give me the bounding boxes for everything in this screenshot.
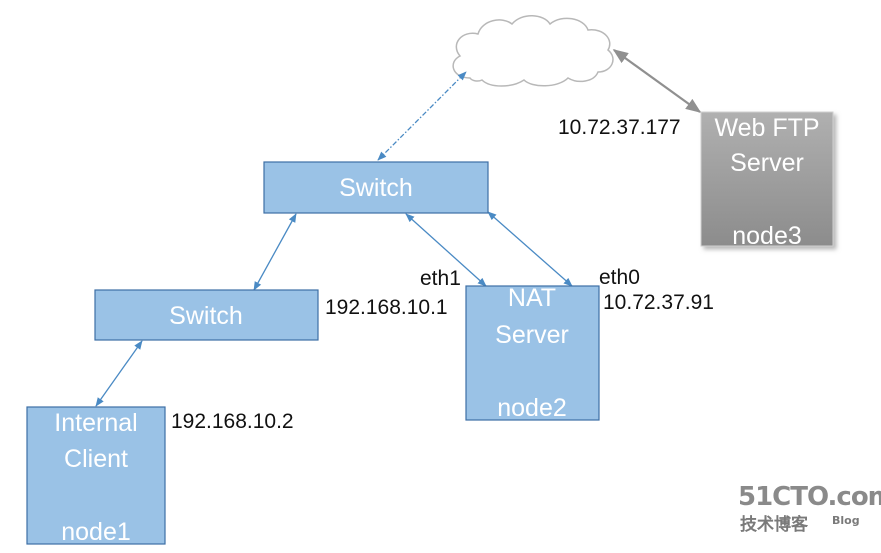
address-labels: 10.72.37.177 eth1 eth0 192.168.10.1 10.7…: [171, 116, 714, 433]
client-ip-label: 192.168.10.2: [171, 410, 294, 433]
watermark-site: 51CTO.com: [738, 482, 881, 512]
switch-top-label: Switch: [339, 174, 413, 202]
watermark-logo: 51CTO.com 技术博客 Blog: [738, 482, 881, 535]
internal-client-line2: Client: [64, 445, 128, 473]
links: [95, 49, 702, 407]
nat-server-line2: Server: [495, 321, 569, 349]
web-ftp-server-line1: Web FTP: [714, 114, 819, 142]
switch-left-label: Switch: [169, 302, 243, 330]
web-server-ip-label: 10.72.37.177: [558, 116, 681, 139]
link-web-server-to-cloud: [612, 49, 702, 113]
watermark-tagline: 技术博客: [740, 514, 809, 535]
nat-server-line3: node2: [497, 394, 567, 422]
nat-server-node: NAT Server node2: [465, 284, 600, 422]
switch-top-node: Switch: [263, 161, 489, 214]
link-switch-top-to-cloud: [377, 71, 467, 161]
web-ftp-server-line2: Server: [730, 149, 804, 177]
nat-external-ip-label: 10.72.37.91: [603, 291, 714, 314]
eth1-label: eth1: [420, 267, 461, 290]
web-ftp-server-line3: node3: [732, 222, 802, 250]
nat-internal-ip-label: 192.168.10.1: [325, 296, 448, 319]
internal-client-node: Internal Client node1: [26, 406, 166, 546]
link-nat-eth1-to-switch-top: [405, 213, 487, 287]
link-switch-left-to-switch-top: [253, 213, 297, 291]
switch-left-node: Switch: [94, 289, 319, 341]
nat-server-line1: NAT: [508, 284, 556, 312]
internal-client-line1: Internal: [54, 409, 137, 437]
link-nat-eth0-to-switch-top: [487, 211, 573, 287]
link-client-to-switch-left: [95, 340, 143, 407]
web-ftp-server-node: Web FTP Server node3: [700, 111, 834, 250]
eth0-label: eth0: [599, 266, 640, 289]
watermark-blog: Blog: [832, 514, 860, 527]
internal-client-line3: node1: [61, 518, 131, 546]
cloud-icon: [452, 15, 614, 87]
